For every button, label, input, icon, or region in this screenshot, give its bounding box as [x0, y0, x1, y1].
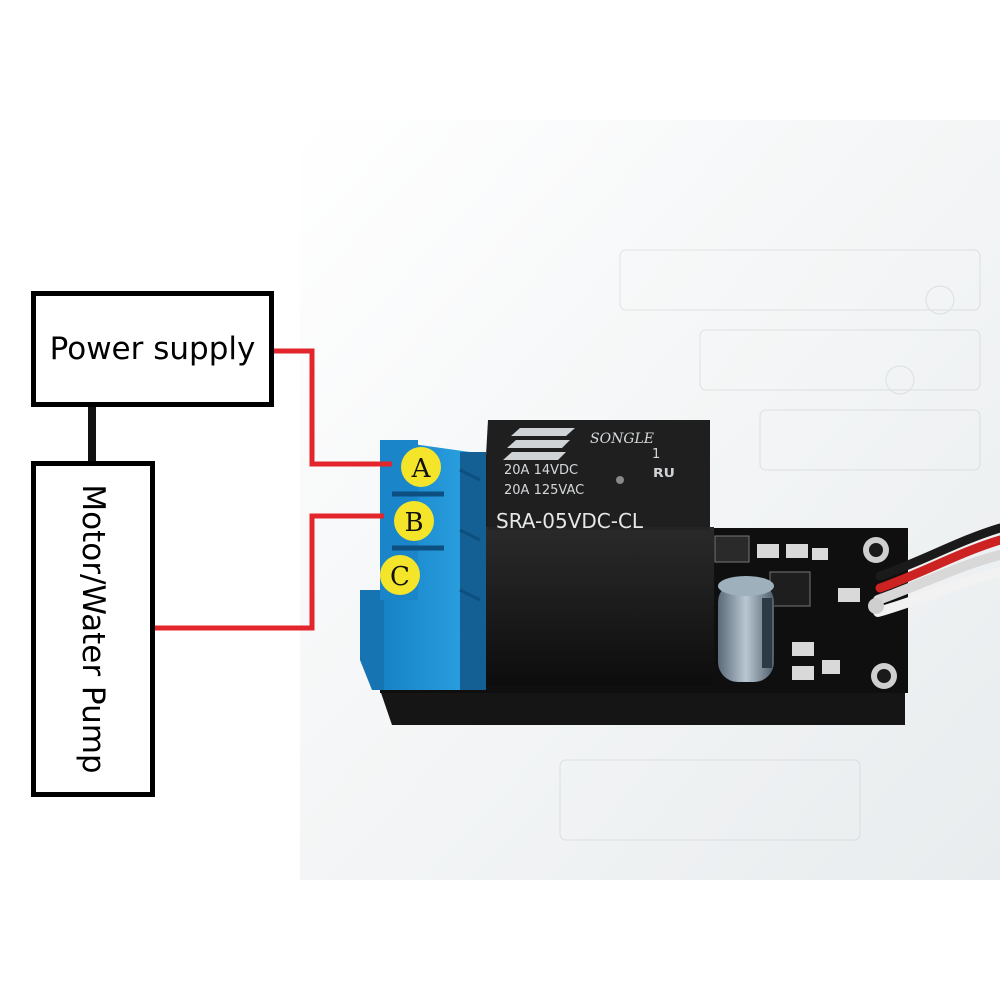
ul-mark: ᴿᵁ [653, 465, 675, 490]
pcb-board [380, 690, 905, 725]
relay-rating-ac: 20A 125VAC [504, 483, 584, 498]
terminal-b-marker [394, 501, 434, 541]
relay: SONGLE 1 ᴿᵁ 20A 14VDC 20A 125VAC SRA-05V… [482, 420, 714, 685]
songle-logo-mark [503, 428, 575, 460]
mounting-holes [863, 537, 897, 689]
relay-brand-text: SONGLE [590, 431, 654, 447]
terminal-c-label: C [390, 562, 410, 592]
power-supply-box: Power supply [31, 291, 274, 407]
terminal-markers: A B C [380, 447, 441, 595]
motor-pump-box: Motor/Water Pump [31, 461, 155, 797]
terminal-c-marker [380, 555, 420, 595]
signal-cable [873, 523, 1000, 617]
terminal-b-label: B [404, 508, 423, 538]
cable-solder-point [868, 598, 884, 614]
capacitor [718, 576, 774, 682]
power-supply-label: Power supply [49, 331, 256, 367]
background-blur-pattern [559, 249, 981, 841]
motor-pump-label: Motor/Water Pump [75, 484, 111, 774]
terminal-a-label: A [411, 454, 432, 484]
relay-pin-mark: 1 [652, 447, 660, 462]
relay-rating-dc: 20A 14VDC [504, 463, 578, 478]
relay-indicator-dot [616, 476, 624, 484]
relay-model-text: SRA-05VDC-CL [496, 509, 644, 533]
terminal-a-marker [401, 447, 441, 487]
